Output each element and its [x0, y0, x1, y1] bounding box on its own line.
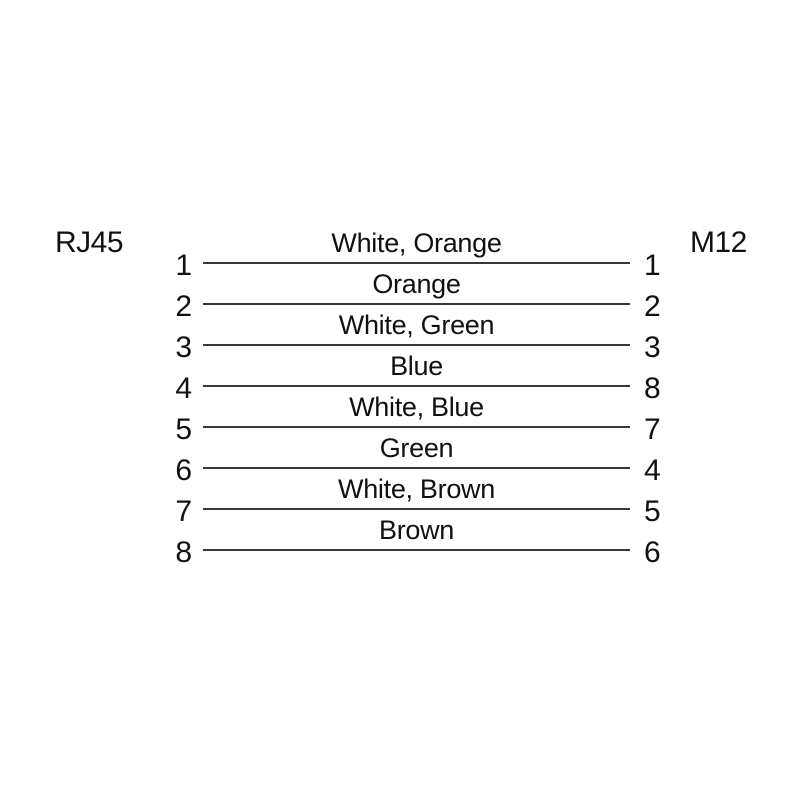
- wire-line: [203, 385, 630, 387]
- wire-line: [203, 303, 630, 305]
- wire-row: White, Orange 1 1: [0, 227, 800, 283]
- wire-row: White, Green 3 3: [0, 309, 800, 365]
- wire-line: [203, 467, 630, 469]
- wire-color-label: Orange: [372, 269, 461, 299]
- wire-line: [203, 426, 630, 428]
- wire-color-label: White, Orange: [331, 228, 502, 258]
- wire-row: Orange 2 2: [0, 268, 800, 324]
- right-pin-number: 6: [644, 536, 661, 569]
- left-pin-number: 8: [175, 536, 192, 569]
- wire-row: White, Blue 5 7: [0, 391, 800, 447]
- wire-row: White, Brown 7 5: [0, 473, 800, 529]
- wire-line: [203, 508, 630, 510]
- wire-line: [203, 344, 630, 346]
- wire-row: Blue 4 8: [0, 350, 800, 406]
- left-pin-number: 4: [175, 372, 192, 405]
- wire-color-label: Green: [379, 433, 454, 463]
- wire-color-label: White, Brown: [338, 474, 495, 504]
- wire-color-label: Blue: [390, 351, 443, 381]
- right-connector-label: M12: [690, 226, 747, 259]
- left-pin-number: 7: [175, 495, 192, 528]
- left-pin-number: 2: [175, 290, 192, 323]
- wire-line: [203, 549, 630, 551]
- left-pin-number: 5: [175, 413, 192, 446]
- left-pin-number: 3: [175, 331, 192, 364]
- left-connector-label: RJ45: [55, 226, 124, 259]
- left-pin-number: 6: [175, 454, 192, 487]
- wire-row: Green 6 4: [0, 432, 800, 488]
- right-pin-number: 5: [644, 495, 661, 528]
- right-pin-number: 3: [644, 331, 661, 364]
- wire-color-label: White, Blue: [349, 392, 484, 422]
- wire-color-label: White, Green: [338, 310, 495, 340]
- right-pin-number: 2: [644, 290, 661, 323]
- right-pin-number: 8: [644, 372, 661, 405]
- right-pin-number: 4: [644, 454, 661, 487]
- wire-row: Brown 8 6: [0, 514, 800, 570]
- wire-line: [203, 262, 630, 264]
- left-pin-number: 1: [175, 249, 192, 282]
- right-pin-number: 1: [644, 249, 661, 282]
- right-pin-number: 7: [644, 413, 661, 446]
- wire-color-label: Brown: [378, 515, 455, 545]
